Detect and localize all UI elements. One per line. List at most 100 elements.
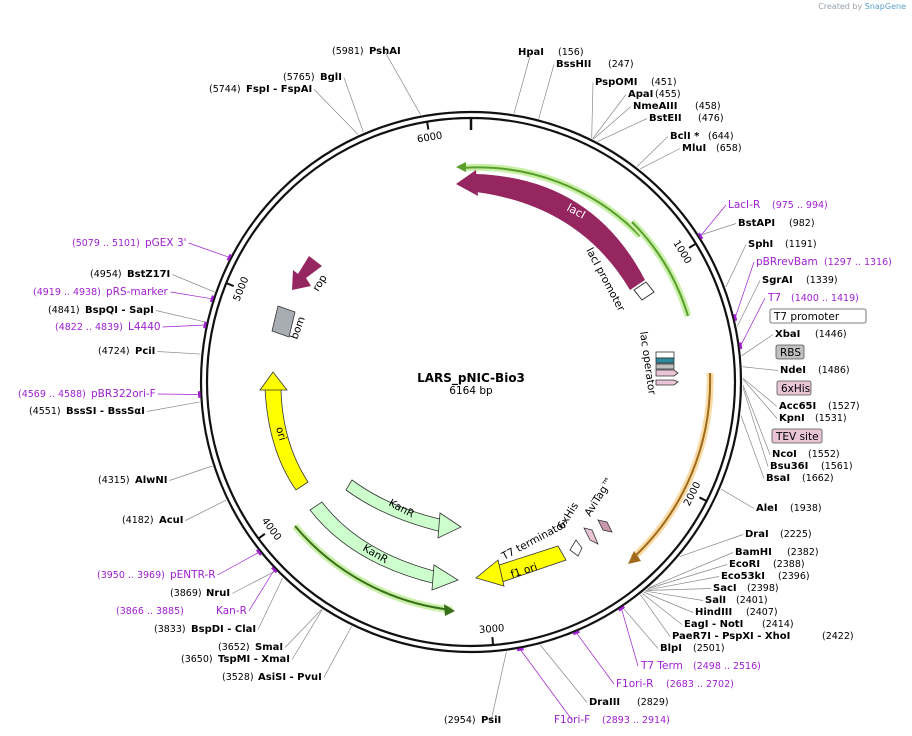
enzyme-label[interactable]: HindIII: [695, 607, 732, 618]
primer-label[interactable]: pGEX 3': [145, 237, 187, 249]
primer-leader-line: [734, 261, 755, 318]
enzyme-label[interactable]: ApaI: [628, 89, 653, 100]
enzyme-label[interactable]: BssHII: [556, 59, 591, 70]
enzyme-leader-line: [313, 89, 359, 135]
enzyme-label[interactable]: SphI: [748, 239, 773, 250]
enzyme-label[interactable]: BlpI: [660, 643, 682, 654]
enzyme-label[interactable]: Acc65I: [779, 401, 816, 412]
enzyme-label[interactable]: SmaI: [255, 642, 283, 653]
enzyme-label[interactable]: SacI: [713, 583, 737, 594]
enzyme-label[interactable]: SalI: [705, 595, 726, 606]
enzyme-label[interactable]: PspOMI: [595, 77, 637, 88]
primer-label[interactable]: pBRrevBam: [756, 256, 818, 268]
enzyme-leader-line: [622, 607, 659, 649]
enzyme-label[interactable]: BspDI - ClaI: [191, 624, 256, 635]
enzyme-label[interactable]: BsaI: [766, 473, 790, 484]
enzyme-label[interactable]: BstEII: [649, 113, 682, 124]
enzyme-leader-line: [490, 651, 507, 721]
primer-site-mark: [733, 313, 738, 321]
enzyme-label[interactable]: TspMI - XmaI: [218, 654, 290, 665]
enzyme-label[interactable]: BglI: [320, 72, 342, 83]
his-tag-mark: [583, 527, 599, 545]
enzyme-position: (1662): [802, 473, 834, 484]
enzyme-label[interactable]: KpnI: [779, 413, 805, 424]
enzyme-label[interactable]: AleI: [756, 503, 778, 514]
enzyme-label[interactable]: DraIII: [589, 697, 620, 708]
primer-label[interactable]: pBR322ori-F: [91, 388, 156, 400]
enzyme-leader-line: [639, 148, 681, 170]
enzyme-leader-line: [645, 588, 712, 591]
enzyme-position: (1552): [808, 449, 840, 460]
enzyme-label[interactable]: HpaI: [518, 47, 544, 58]
enzyme-label[interactable]: EcoRI: [729, 559, 760, 570]
primer-label[interactable]: F1ori-R: [616, 678, 653, 690]
enzyme-position: (2501): [693, 643, 725, 654]
primer-site-mark: [617, 605, 625, 612]
primer-range: (5079 .. 5101): [72, 238, 140, 249]
primer-label[interactable]: pRS-marker: [106, 286, 169, 298]
primer-site-mark: [738, 342, 743, 350]
primer-site-mark: [226, 253, 232, 261]
primer-site-mark: [516, 647, 524, 652]
enzyme-label[interactable]: BssSI - BssSαI: [66, 406, 145, 417]
enzyme-label[interactable]: BclI *: [670, 131, 700, 142]
primer-range: (1297 .. 1316): [824, 257, 892, 268]
enzyme-label[interactable]: BamHI: [735, 547, 772, 558]
primer-range: (1400 .. 1419): [791, 293, 859, 304]
tev-text[interactable]: TEV site: [775, 431, 819, 443]
enzyme-leader-line: [742, 387, 769, 467]
scale-tick: [491, 637, 495, 646]
insert-arrowhead: [628, 551, 641, 564]
ori-arrowhead: [259, 371, 288, 391]
primer-label[interactable]: Kan-R: [216, 605, 247, 617]
enzyme-label[interactable]: FspI - FspAI: [246, 84, 312, 95]
primer-label[interactable]: pENTR-R: [170, 569, 216, 581]
enzyme-label[interactable]: BstAPI: [738, 218, 775, 229]
enzyme-position: (4182): [122, 515, 154, 526]
primer-label[interactable]: L4440: [128, 321, 161, 333]
enzyme-label[interactable]: BstZ17I: [127, 269, 170, 280]
primer-range: (4822 .. 4839): [55, 322, 123, 333]
enzyme-label[interactable]: PciI: [135, 346, 155, 357]
enzyme-label[interactable]: EagI - NotI: [684, 619, 743, 630]
enzyme-leader-line: [592, 94, 627, 139]
enzyme-label[interactable]: AcuI: [159, 515, 184, 526]
primer-leader-line: [217, 552, 260, 576]
enzyme-position: (1531): [815, 413, 847, 424]
enzyme-label[interactable]: MluI: [682, 143, 706, 154]
enzyme-label[interactable]: PshAI: [369, 46, 401, 57]
t7-promoter-text[interactable]: T7 promoter: [773, 311, 840, 323]
enzyme-label[interactable]: AsiSI - PvuI: [258, 672, 322, 683]
enzyme-label[interactable]: Bsu36I: [770, 461, 808, 472]
kanr-arc-arrowhead: [444, 604, 455, 616]
snapgene-logo: SnapGene: [864, 2, 906, 11]
enzyme-label[interactable]: SgrAI: [762, 275, 793, 286]
enzyme-label[interactable]: NruI: [206, 588, 230, 599]
enzyme-label[interactable]: XbaI: [775, 329, 800, 340]
primer-label[interactable]: F1ori-F: [554, 714, 590, 726]
primer-label[interactable]: LacI-R: [728, 199, 760, 211]
enzyme-label[interactable]: NdeI: [780, 365, 806, 376]
rbs-mark: [655, 363, 675, 370]
enzyme-label[interactable]: NcoI: [772, 449, 797, 460]
enzyme-leader-line: [343, 77, 364, 133]
enzyme-leader-line: [593, 106, 632, 140]
enzyme-label[interactable]: PaeR7I - PspXI - XhoI: [672, 631, 790, 642]
primer-label[interactable]: T7 Term: [640, 660, 683, 672]
enzyme-label[interactable]: AlwNI: [135, 475, 168, 486]
his-text[interactable]: 6xHis: [781, 383, 810, 395]
enzyme-label[interactable]: DraI: [745, 529, 769, 540]
enzyme-label[interactable]: Eco53kI: [721, 571, 765, 582]
enzyme-label[interactable]: PsiI: [481, 715, 501, 726]
enzyme-label[interactable]: BspQI - SapI: [85, 305, 154, 316]
primer-label[interactable]: T7: [767, 292, 781, 304]
enzyme-leader-line: [146, 401, 200, 412]
enzyme-label[interactable]: NmeAIII: [633, 101, 677, 112]
rbs-text[interactable]: RBS: [780, 347, 801, 359]
enzyme-position: (3650): [181, 654, 213, 665]
enzyme-position: (4724): [98, 346, 130, 357]
enzyme-position: (1191): [785, 239, 817, 250]
enzyme-position: (476): [698, 113, 724, 124]
enzyme-leader-line: [742, 384, 771, 455]
